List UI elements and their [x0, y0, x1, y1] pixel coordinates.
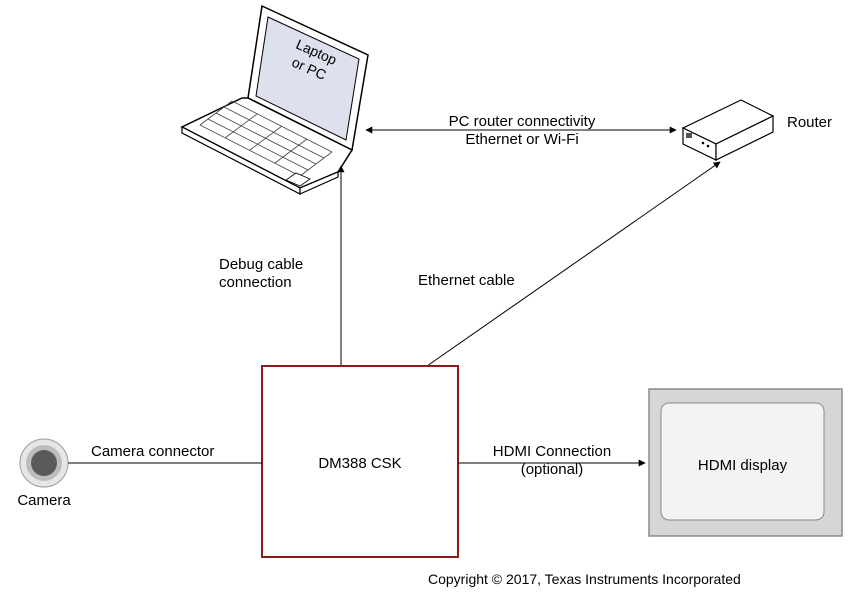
pc-router-connectivity-label: PC router connectivity Ethernet or Wi-Fi: [413, 113, 631, 149]
hdmi-connection-line2: (optional): [520, 461, 584, 478]
debug-cable-label: Debug cable connection: [219, 256, 303, 292]
router-label: Router: [787, 114, 833, 131]
hdmi-connection-line1: HDMI Connection: [492, 443, 612, 460]
dm388-csk-board: [261, 365, 459, 558]
camera-connector-label: Camera connector: [91, 443, 215, 460]
camera-label: Camera: [17, 492, 71, 509]
ethernet-cable-arrow: [426, 161, 721, 367]
router-icon: [681, 99, 775, 161]
pc-router-line1: PC router connectivity: [448, 113, 596, 130]
debug-cable-line2: connection: [219, 274, 292, 291]
hdmi-connection-label: HDMI Connection (optional): [462, 443, 642, 479]
debug-cable-line1: Debug cable: [219, 256, 304, 273]
board-label: DM388 CSK: [318, 455, 402, 472]
camera-icon: [19, 438, 69, 488]
copyright-text: Copyright © 2017, Texas Instruments Inco…: [428, 571, 741, 587]
hdmi-display-label: HDMI display: [697, 457, 788, 474]
hdmi-display-icon: [648, 388, 843, 537]
pc-router-line2: Ethernet or Wi-Fi: [465, 131, 579, 148]
ethernet-cable-label: Ethernet cable: [418, 272, 515, 289]
laptop-icon: [180, 4, 369, 195]
